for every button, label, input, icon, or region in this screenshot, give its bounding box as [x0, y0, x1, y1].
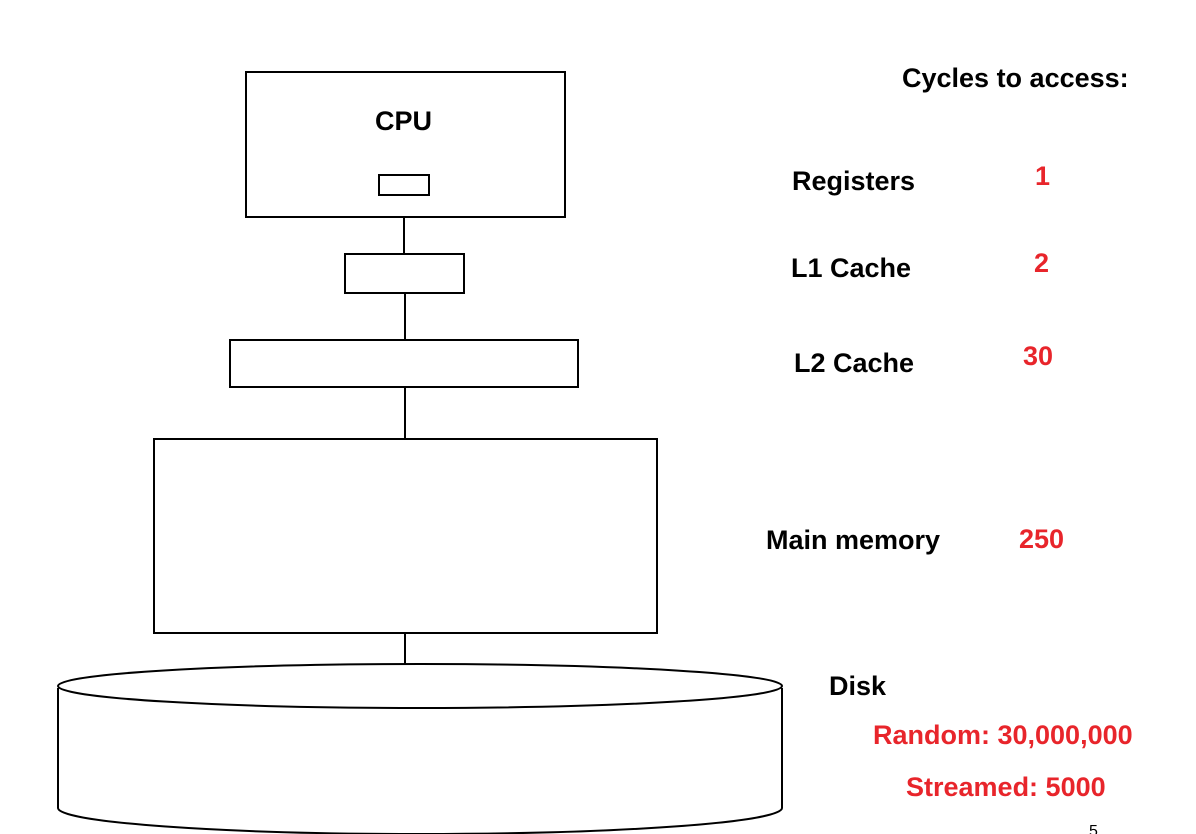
- main-memory-box: [153, 438, 658, 634]
- page-number: 5: [1089, 823, 1098, 834]
- connector-memory-disk: [404, 633, 406, 664]
- l1-cache-label: L1 Cache: [791, 253, 912, 283]
- connector-l2-memory: [404, 387, 406, 439]
- register-box: [378, 174, 430, 196]
- l1-cache-box: [344, 253, 465, 294]
- disk-cylinder-body: [57, 688, 783, 834]
- registers-label: Registers: [792, 166, 916, 196]
- disk-random-cycles: Random: 30,000,000: [873, 720, 1133, 750]
- cycles-header: Cycles to access:: [902, 63, 1129, 93]
- connector-cpu-l1: [403, 217, 405, 254]
- l2-cache-label: L2 Cache: [794, 348, 915, 378]
- main-memory-label: Main memory: [766, 525, 941, 555]
- disk-cylinder-top: [57, 663, 783, 709]
- l2-cache-cycles: 30: [1023, 341, 1054, 371]
- l1-cache-cycles: 2: [1034, 248, 1050, 278]
- l2-cache-box: [229, 339, 579, 388]
- disk-streamed-cycles: Streamed: 5000: [906, 772, 1106, 802]
- cpu-label: CPU: [375, 106, 433, 136]
- registers-cycles: 1: [1035, 161, 1051, 191]
- connector-l1-l2: [404, 293, 406, 340]
- disk-label: Disk: [829, 671, 887, 701]
- main-memory-cycles: 250: [1019, 524, 1065, 554]
